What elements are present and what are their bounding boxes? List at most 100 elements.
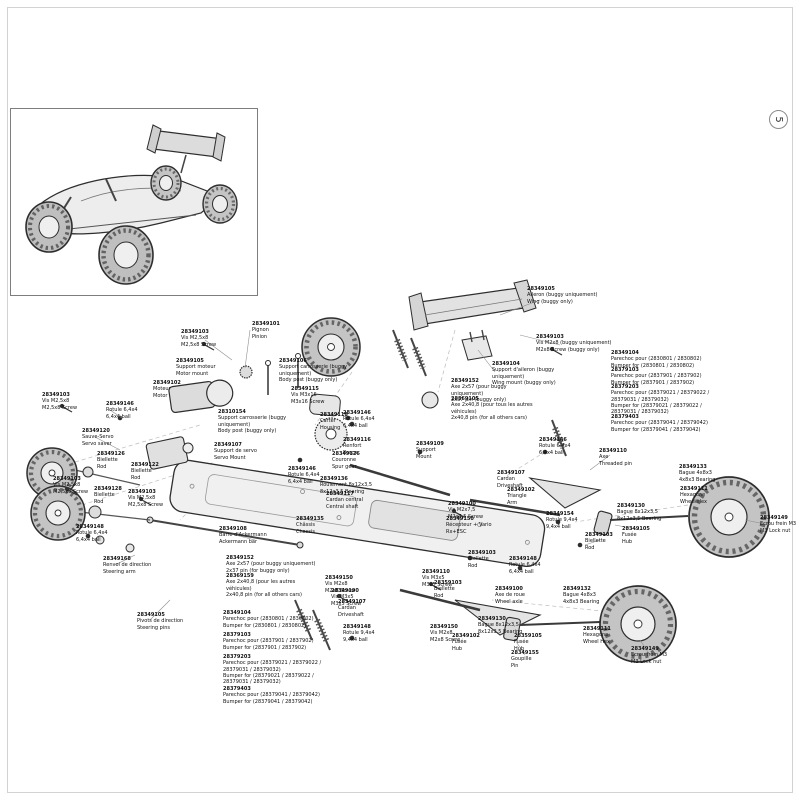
tire [30, 485, 86, 541]
shock-absorber [551, 419, 567, 457]
tire [301, 317, 361, 377]
diff-housing [309, 393, 341, 417]
motor [168, 379, 234, 414]
shock-absorber [294, 599, 313, 641]
driveshaft [399, 588, 481, 612]
receiver-box [368, 499, 461, 541]
shock-absorber [312, 609, 331, 651]
hub-upright [503, 616, 521, 642]
tire [688, 476, 770, 558]
chassis-plate [169, 459, 546, 568]
central-shaft [349, 463, 451, 497]
tire [599, 585, 677, 663]
assembled-buggy-illustration [25, 124, 238, 285]
leader-lines [94, 299, 771, 656]
shock-absorber [392, 329, 409, 369]
screws [59, 341, 563, 603]
shock-absorber [410, 337, 427, 377]
driveshaft [469, 498, 561, 517]
pinion-gear [239, 365, 253, 379]
wheel-axle [519, 621, 601, 626]
knuckle [421, 391, 439, 409]
assembled-buggy-inset [10, 108, 258, 296]
ackermann-bar [149, 519, 301, 546]
ball-joints [85, 415, 583, 641]
suspension-arm [528, 477, 602, 509]
wheel-axle [609, 515, 689, 521]
